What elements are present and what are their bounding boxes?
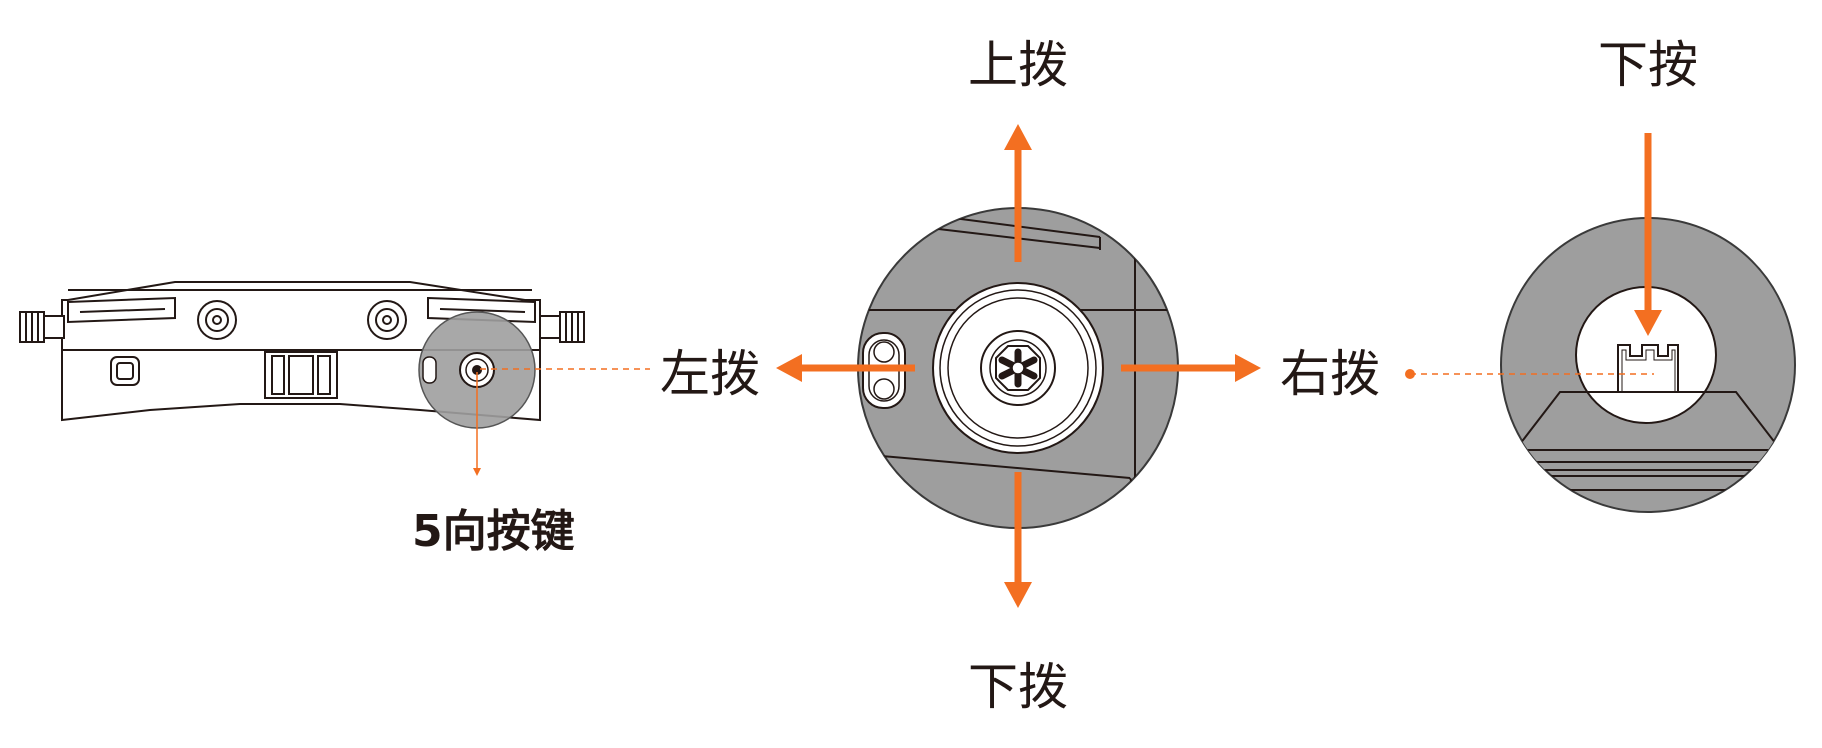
joystick-magnifier xyxy=(418,311,536,429)
arrow-right-icon xyxy=(1121,354,1261,382)
up-direction-label: 上拨 xyxy=(968,36,1068,94)
right-direction-label: 右拨 xyxy=(1280,345,1380,403)
key-name-label: 5向按键 xyxy=(412,506,575,557)
arrow-left-icon xyxy=(776,354,915,382)
arrow-up-icon xyxy=(1004,124,1032,262)
down-direction-label: 下拨 xyxy=(968,658,1068,716)
arrow-down-icon xyxy=(1004,472,1032,608)
left-direction-label: 左拨 xyxy=(660,345,760,403)
arrow-press-icon xyxy=(1634,133,1662,336)
leader-line-down xyxy=(473,372,481,476)
leader-line-right xyxy=(1405,369,1654,379)
press-direction-label: 下按 xyxy=(1598,36,1698,94)
